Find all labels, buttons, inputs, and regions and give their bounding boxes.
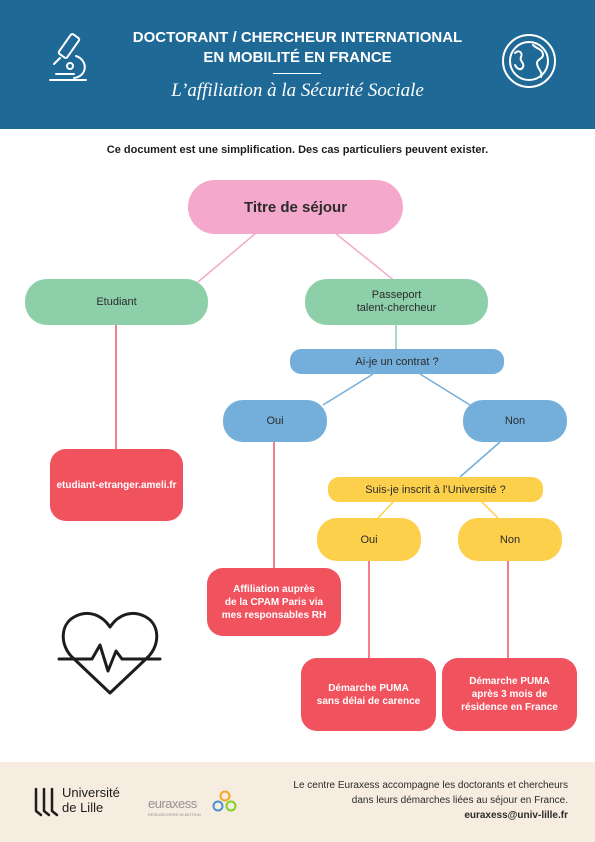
university-lille-logo (34, 787, 59, 817)
footer: Le centre Euraxess accompagne les doctor… (0, 762, 595, 842)
node-titre-de-sejour: Titre de séjour (188, 180, 403, 234)
disclaimer-note: Ce document est une simplification. Des … (106, 144, 489, 156)
cpam-line2: de la CPAM Paris via (224, 596, 324, 608)
etudiant-link-label[interactable]: etudiant-etranger.ameli.fr (56, 479, 177, 491)
node-universite-non: Non (458, 518, 562, 561)
node-cpam-affiliation: Affiliation auprès de la CPAM Paris via … (207, 568, 341, 636)
euraxess-logo (212, 790, 237, 812)
university-lille-line1: Université (62, 785, 120, 800)
node-etudiant: Etudiant (25, 279, 208, 325)
footer-text-line2: dans leurs démarches liées au séjour en … (351, 795, 568, 806)
header-banner: DOCTORANT / CHERCHEUR INTERNATIONAL EN M… (0, 0, 595, 129)
node-contrat-question: Ai-je un contrat ? (290, 349, 504, 374)
node-etudiant-label: Etudiant (96, 295, 137, 308)
node-universite-non-label: Non (499, 533, 521, 546)
node-passeport-talent: Passeport talent-chercheur (305, 279, 488, 325)
header-title-line2: EN MOBILITÉ EN FRANCE (203, 49, 392, 66)
microscope-icon (49, 33, 87, 81)
university-lille-line2: de Lille (62, 800, 104, 815)
node-universite-oui: Oui (317, 518, 421, 561)
node-passeport-label-line1: Passeport (371, 289, 422, 301)
node-universite-oui-label: Oui (360, 533, 378, 546)
node-contrat-non: Non (463, 400, 567, 442)
node-universite-question-label: Suis-je inscrit à l’Université ? (365, 483, 506, 496)
globe-icon (502, 34, 556, 88)
puma-oui-line2: sans délai de carence (316, 695, 421, 707)
puma-non-line1: Démarche PUMA (469, 676, 550, 687)
footer-email[interactable]: euraxess@univ-lille.fr (464, 810, 568, 821)
node-etudiant-link[interactable]: etudiant-etranger.ameli.fr (50, 449, 183, 521)
node-contrat-non-label: Non (504, 415, 526, 427)
header-title-line1: DOCTORANT / CHERCHEUR INTERNATIONAL (132, 29, 463, 46)
footer-text: Le centre Euraxess accompagne les doctor… (228, 778, 568, 823)
node-contrat-oui: Oui (223, 400, 327, 442)
node-passeport-label-line2: talent-chercheur (356, 302, 437, 314)
node-puma-apres-3-mois: Démarche PUMA après 3 mois de résidence … (442, 658, 577, 731)
node-universite-question: Suis-je inscrit à l’Université ? (328, 477, 543, 502)
heart-pulse-icon (57, 611, 162, 695)
node-contrat-question-label: Ai-je un contrat ? (355, 355, 439, 368)
puma-non-line3: résidence en France (461, 702, 558, 713)
university-lille-name: Université de Lille (62, 785, 120, 815)
node-titre-de-sejour-label: Titre de séjour (243, 198, 348, 216)
header-subtitle: L’affiliation à la Sécurité Sociale (171, 80, 424, 101)
node-contrat-oui-label: Oui (266, 415, 284, 427)
footer-text-line1: Le centre Euraxess accompagne les doctor… (293, 780, 568, 791)
euraxess-tagline: RESEARCHERS IN MOTION (148, 812, 201, 817)
node-puma-sans-delai: Démarche PUMA sans délai de carence (301, 658, 436, 731)
euraxess-wordmark: euraxess (148, 796, 197, 811)
cpam-line1: Affiliation auprès (233, 583, 315, 595)
header-divider (273, 73, 321, 74)
cpam-line3: mes responsables RH (221, 609, 327, 621)
puma-non-line2: après 3 mois de (471, 689, 548, 700)
puma-oui-line1: Démarche PUMA (328, 682, 409, 694)
